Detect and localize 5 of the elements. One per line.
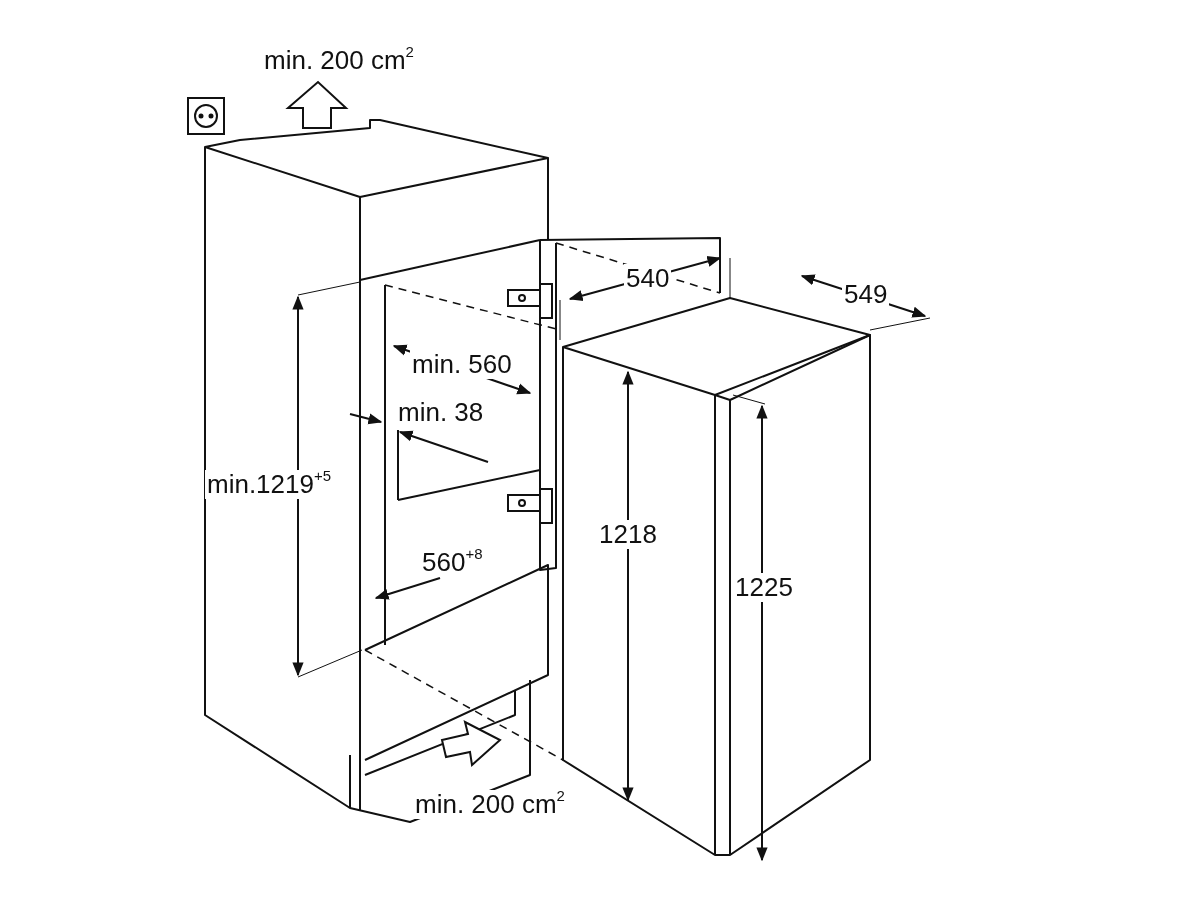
dimension-label: 1225 — [733, 573, 795, 602]
dimension-label: min.1219$^{+5}$ — [205, 470, 334, 499]
dimension-label: 1218 — [597, 520, 659, 549]
dimension-label: min. 560 — [410, 350, 514, 379]
dimension-label: min. 200 cm$^{2}$ — [413, 790, 567, 819]
